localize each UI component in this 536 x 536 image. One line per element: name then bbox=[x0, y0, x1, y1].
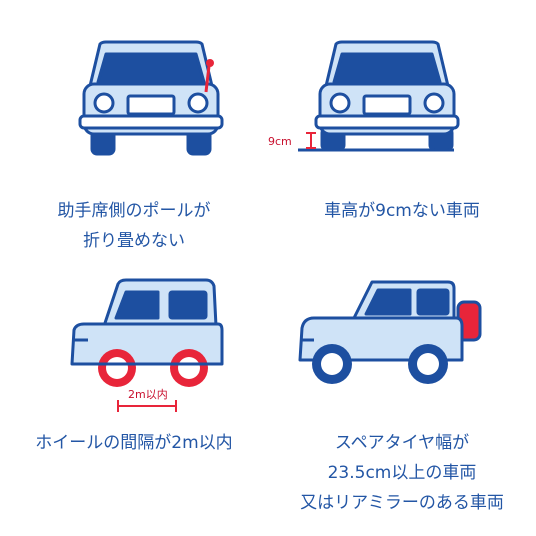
caption-line: 折り畳めない bbox=[83, 231, 185, 251]
caption-wheel: ホイールの間隔が2m以内 bbox=[0, 428, 268, 458]
panel-spare: スペアタイヤ幅が 23.5cm以上の車両 又はリアミラーのある車両 bbox=[268, 268, 536, 536]
wheels bbox=[86, 349, 220, 387]
panel-wheel: 2m以内 ホイールの間隔が2m以内 bbox=[0, 268, 268, 536]
clearance-measure bbox=[306, 132, 316, 149]
panel-pole: 助手席側のポールが 折り畳めない bbox=[0, 0, 268, 268]
side-suv-spare-illustration bbox=[298, 280, 482, 384]
caption-line: 23.5cm以上の車両 bbox=[327, 463, 477, 483]
side-car-wheelbase-illustration: 2m以内 bbox=[70, 278, 224, 412]
panel-height: 9cm 車高が9cmない車両 bbox=[268, 0, 536, 268]
caption-pole: 助手席側のポールが 折り畳めない bbox=[0, 196, 268, 256]
caption-line: 車高が9cmない車両 bbox=[324, 201, 480, 221]
pole-tip bbox=[206, 59, 214, 67]
caption-line: 又はリアミラーのある車両 bbox=[300, 493, 504, 513]
caption-line: ホイールの間隔が2m以内 bbox=[35, 433, 233, 453]
caption-line: スペアタイヤ幅が bbox=[334, 433, 470, 453]
caption-spare: スペアタイヤ幅が 23.5cm以上の車両 又はリアミラーのある車両 bbox=[268, 428, 536, 518]
pole-stick bbox=[204, 65, 211, 93]
wheelbase-measure bbox=[117, 400, 177, 412]
front-car-pole-illustration bbox=[78, 40, 224, 156]
front-car-height-illustration: 9cm bbox=[268, 40, 460, 152]
caption-height: 車高が9cmない車両 bbox=[268, 196, 536, 226]
wheelbase-label: 2m以内 bbox=[128, 387, 168, 401]
clearance-label: 9cm bbox=[268, 135, 292, 148]
caption-line: 助手席側のポールが bbox=[57, 201, 211, 221]
